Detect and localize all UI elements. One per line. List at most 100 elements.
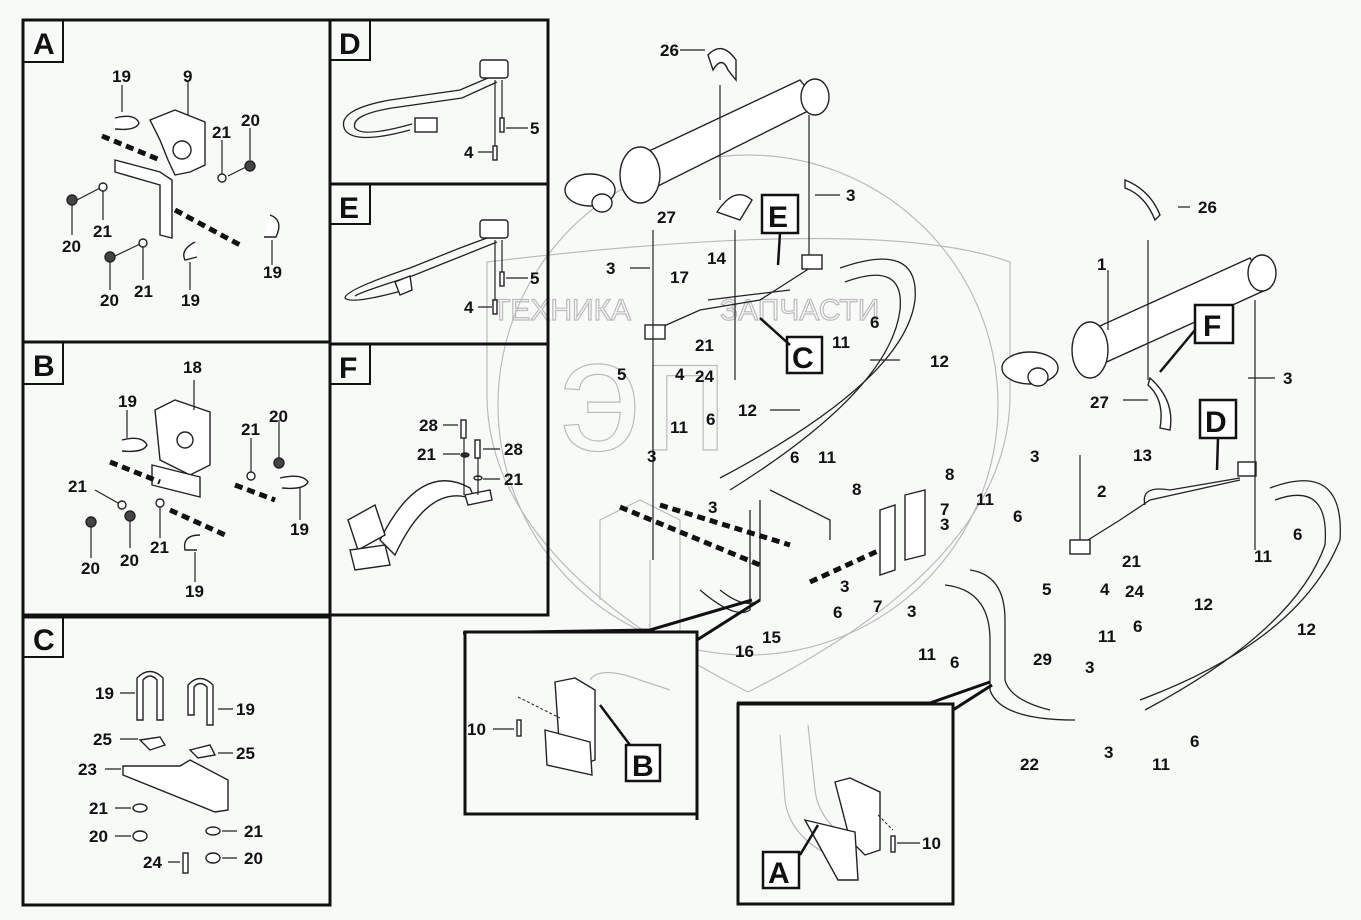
inset-A: A 19 9 21 20 20 21 20 21 19 19 — [21, 18, 332, 344]
clamp-foot — [349, 544, 391, 571]
callout-19: 19 — [290, 520, 309, 539]
u-bolt-19 — [264, 214, 280, 238]
callout-10: 10 — [922, 834, 941, 853]
detail-box-A: 10 A — [736, 702, 955, 906]
assembly-line — [168, 507, 227, 538]
callout-3: 3 — [1085, 658, 1094, 677]
callout-20: 20 — [89, 827, 108, 846]
inset-C-tag — [22, 616, 64, 658]
callout-26: 26 — [660, 41, 679, 60]
callout-3: 3 — [940, 515, 949, 534]
bolt-5 — [499, 117, 505, 133]
marker-C: C — [759, 317, 824, 375]
washer-21 — [217, 173, 227, 183]
inset-C: C 19 19 25 25 23 21 20 21 20 24 — [21, 615, 332, 907]
assembly-line — [517, 696, 561, 719]
callout-22: 22 — [1020, 755, 1039, 774]
callout-3: 3 — [708, 498, 717, 517]
svg-text:D: D — [1205, 406, 1227, 439]
inset-F-letter: F — [339, 352, 357, 385]
clamp-strap — [379, 480, 477, 557]
watermark-text-left: ТЕХНИКА — [492, 294, 631, 327]
marker-E: E — [760, 193, 800, 266]
callout-6: 6 — [1133, 617, 1142, 636]
callout-11: 11 — [976, 490, 994, 509]
callout-21: 21 — [134, 282, 153, 301]
washer-21 — [460, 452, 470, 458]
assembly-line — [234, 482, 276, 503]
callout-29: 29 — [1033, 650, 1052, 669]
washer-21 — [205, 826, 221, 836]
callout-2: 2 — [1097, 482, 1106, 501]
callout-13: 13 — [1133, 446, 1152, 465]
callout-6: 6 — [1013, 507, 1022, 526]
washer-21 — [98, 182, 108, 192]
callout-4: 4 — [1100, 580, 1110, 599]
bolt-10 — [890, 835, 896, 853]
assembly-line — [659, 502, 791, 548]
callout-24: 24 — [1125, 582, 1144, 601]
callout-20: 20 — [62, 237, 81, 256]
hose-12 — [729, 274, 901, 491]
callout-20: 20 — [241, 111, 260, 130]
nut-20 — [85, 516, 97, 528]
rod-eye-hole — [1027, 367, 1049, 387]
pipe-E — [344, 234, 496, 301]
callout-12: 12 — [738, 401, 757, 420]
watermark-text-right: ЗАПЧАСТИ — [720, 294, 879, 327]
callout-21: 21 — [68, 477, 87, 496]
callout-3: 3 — [606, 259, 615, 278]
callout-23: 23 — [78, 760, 97, 779]
callout-24: 24 — [695, 367, 714, 386]
nut-20 — [205, 852, 221, 864]
callout-3: 3 — [1030, 447, 1039, 466]
assembly-line — [109, 459, 161, 485]
pipe-22 — [944, 584, 1076, 721]
callout-19: 19 — [112, 67, 131, 86]
callout-25: 25 — [93, 730, 112, 749]
callout-1: 1 — [1097, 255, 1106, 274]
svg-text:F: F — [1203, 310, 1221, 343]
callout-7: 7 — [940, 500, 949, 519]
cylinder-eye — [1247, 254, 1277, 292]
inset-D: D 5 4 — [328, 18, 550, 186]
washer-21 — [246, 471, 256, 481]
callout-12: 12 — [1194, 595, 1213, 614]
marker-D: D — [1198, 398, 1238, 471]
hydraulic-cylinder-right — [1001, 254, 1277, 387]
callout-19: 19 — [185, 582, 204, 601]
callout-19: 19 — [95, 684, 114, 703]
inset-B: B 18 19 21 20 21 20 20 21 19 19 — [21, 340, 332, 617]
inset-A-tag — [22, 19, 64, 63]
callout-7: 7 — [873, 597, 882, 616]
pipe-D-inner — [353, 81, 498, 133]
inset-D-tag — [329, 19, 371, 61]
detail-B-letter: B — [632, 750, 654, 783]
callout-11: 11 — [918, 645, 936, 664]
callout-14: 14 — [707, 249, 726, 268]
bolt-28 — [474, 439, 481, 459]
watermark-logo: эп — [560, 305, 728, 484]
flange — [479, 219, 509, 239]
u-bolt-19 — [183, 534, 201, 551]
callout-27: 27 — [657, 208, 676, 227]
inset-A-frame — [21, 18, 332, 344]
bolt-4 — [492, 299, 498, 315]
block-7 — [904, 489, 926, 561]
inset-F: F 28 21 28 21 — [328, 342, 550, 617]
pipe-17 — [654, 267, 811, 331]
nut-20 — [132, 830, 148, 842]
callout-21: 21 — [504, 470, 523, 489]
clamp-25 — [138, 736, 167, 751]
nut-20 — [124, 510, 136, 522]
detail-A-leader — [737, 680, 991, 705]
u-bolt-19 — [187, 677, 214, 726]
callout-21: 21 — [93, 222, 112, 241]
callout-11: 11 — [1254, 547, 1272, 566]
pipe-29 — [969, 569, 1051, 711]
pipe-13 — [1143, 477, 1241, 506]
callout-15: 15 — [762, 628, 781, 647]
callout-19: 19 — [236, 700, 255, 719]
pipe-15 — [719, 489, 831, 604]
callout-27: 27 — [1090, 393, 1109, 412]
